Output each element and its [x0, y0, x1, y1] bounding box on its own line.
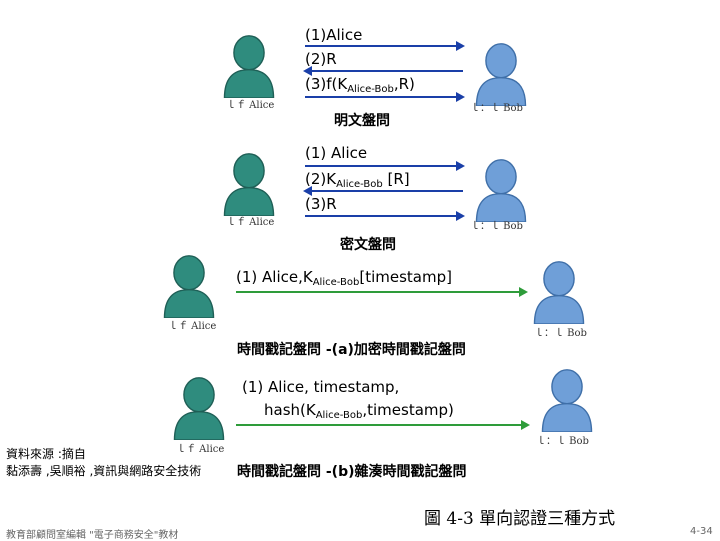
alice-user-icon	[170, 374, 228, 440]
arrow-bob-to-alice-1	[303, 186, 463, 196]
page-number: 4-34	[690, 526, 713, 537]
message-3: (3)R	[305, 195, 337, 213]
bob-user-icon	[472, 156, 530, 222]
bob-label: ｌ：ｌ Bob	[470, 221, 523, 232]
arrow-alice-to-bob-1	[236, 287, 528, 297]
arrow-alice-to-bob-1	[305, 41, 465, 51]
message-1: (1) Alice	[305, 144, 368, 162]
source-line-1: 資料來源 :摘自	[6, 447, 86, 461]
message-1-line-2: hash(KAlice-Bob,timestamp)	[264, 401, 454, 421]
alice-user-icon	[220, 150, 278, 216]
footer-left: 教育部顧問室編輯 "電子商務安全"教材	[6, 530, 179, 541]
source-line-2: 黏添壽 ,吳順裕 ,資訊與網路安全技術	[6, 464, 202, 478]
alice-label: ｌｆ Alice	[226, 217, 275, 228]
bob-user-icon	[472, 40, 530, 106]
scene-caption: 時間戳記盤問 -(b)雜湊時間戳記盤問	[237, 464, 467, 480]
scene-caption: 密文盤問	[340, 237, 396, 253]
alice-label: ｌｆ Alice	[168, 321, 217, 332]
message-1: (1)Alice	[305, 26, 363, 44]
alice-label: ｌｆ Alice	[176, 444, 225, 455]
bob-user-icon	[538, 366, 596, 432]
alice-label: ｌｆ Alice	[226, 100, 275, 111]
arrow-alice-to-bob-1	[305, 161, 465, 171]
arrow-alice-to-bob-1	[236, 420, 530, 430]
bob-label: ｌ：ｌ Bob	[470, 103, 523, 114]
message-2: (2)KAlice-Bob [R]	[305, 170, 410, 190]
arrow-alice-to-bob-2	[305, 211, 465, 221]
bob-label: ｌ：ｌ Bob	[536, 436, 589, 447]
bob-label: ｌ：ｌ Bob	[534, 328, 587, 339]
message-3: (3)f(KAlice-Bob,R)	[305, 75, 415, 95]
message-1: (1) Alice, timestamp,	[242, 378, 400, 396]
arrow-bob-to-alice-1	[303, 66, 463, 76]
scene-caption: 明文盤問	[334, 113, 390, 129]
message-1: (1) Alice,KAlice-Bob[timestamp]	[236, 268, 452, 288]
alice-user-icon	[220, 32, 278, 98]
arrow-alice-to-bob-2	[305, 92, 465, 102]
figure-caption: 圖 4-3 單向認證三種方式	[424, 509, 616, 529]
bob-user-icon	[530, 258, 588, 324]
scene-caption: 時間戳記盤問 -(a)加密時間戳記盤問	[237, 342, 466, 358]
message-2: (2)R	[305, 50, 337, 68]
alice-user-icon	[160, 252, 218, 318]
